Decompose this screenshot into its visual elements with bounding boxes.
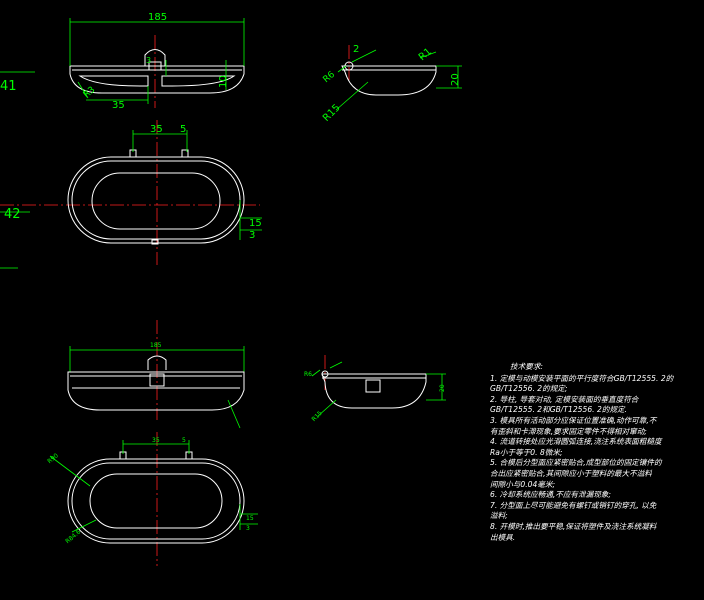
technical-requirement-line: 7. 分型面上尽可能避免有螺钉或销钉的穿孔, 以免 — [490, 500, 657, 510]
dim-top-width: 185 — [148, 12, 167, 23]
dim-lower-35: 35 — [152, 437, 160, 444]
technical-requirement-line: 间隙小与0.04毫米; — [490, 479, 556, 489]
technical-requirement-line: 3. 模具所有活动部分应保证位置准确,动作可靠,不 — [490, 415, 657, 425]
dim-top-r3: R3 — [82, 85, 98, 100]
technical-requirement-line: GB/T12556. 2的规定; — [490, 384, 568, 394]
dim-plan-35: 35 — [150, 124, 163, 135]
dim-lower-width: 185 — [150, 342, 162, 349]
dim-plan-3: 3 — [249, 230, 255, 241]
technical-requirement-line: 1. 定模与动模安装平面的平行度符合GB/T12555. 2的 — [490, 373, 674, 383]
technical-requirements-title: 技术要求: — [510, 362, 543, 371]
technical-requirement-line: 5. 合模后分型面应紧密贴合,成型部位的固定镶件的 — [490, 458, 662, 468]
side-view-bottom: 20 R6 R15 — [304, 355, 446, 423]
dim-top-10: 10 — [218, 75, 229, 88]
dim-plan-5: 5 — [180, 124, 186, 135]
dim-lower-r90: R90 — [46, 452, 60, 465]
dim-top-35: 35 — [112, 100, 125, 111]
dim-side-2: 2 — [353, 44, 359, 55]
dim-edge-41: 41 — [0, 79, 17, 94]
plan-view-top: 35 5 15 3 41 42 — [0, 79, 262, 269]
technical-requirement-line: 2. 导柱, 导套对动, 定模安装面的垂直度符合 — [490, 394, 639, 404]
dim-lower-3: 3 — [246, 525, 250, 532]
plan-view-bottom: 35 5 15 3 R90 R84.6 — [46, 432, 258, 566]
technical-requirement-line: 溢料; — [490, 511, 508, 521]
technical-requirements: 技术要求: 1. 定模与动模安装平面的平行度符合GB/T12555. 2的 GB… — [490, 362, 704, 543]
dim-lower-5: 5 — [182, 437, 186, 444]
side-view-top: 2 R1 R6 20 R15 — [321, 44, 462, 124]
dim-edge-42: 42 — [4, 207, 21, 222]
dim-side-r1: R1 — [417, 46, 434, 63]
dim-lower-r6: R6 — [304, 371, 312, 378]
dim-lower-15: 15 — [246, 515, 254, 522]
technical-requirement-line: 出模具. — [490, 532, 516, 542]
front-view-bottom: 185 — [67, 320, 245, 429]
dim-side-r6: R6 — [321, 70, 337, 86]
technical-requirement-line: 4. 流道转接处应光滑圆弧连接,浇注系统表面粗糙度 — [490, 437, 662, 447]
dim-lower-20: 20 — [439, 384, 446, 392]
technical-requirement-line: 有歪斜和卡滞现象,要求固定零件不得相对窜动; — [490, 426, 647, 436]
technical-requirement-line: Ra小于等于0. 8微米; — [490, 447, 563, 457]
technical-requirement-line: 合出应紧密贴合,其间隙应小于塑料的最大不溢料 — [490, 468, 652, 478]
technical-requirement-line: 6. 冷却系统应畅通,不应有泄漏现象; — [490, 490, 611, 500]
dim-side-r15: R15 — [321, 102, 343, 124]
dim-side-20: 20 — [450, 73, 461, 86]
front-view-top: 185 3 10 R3 35 — [0, 12, 245, 111]
technical-requirement-line: 8. 开模时,推出要平稳,保证将塑件及浇注系统凝料 — [490, 521, 657, 531]
technical-requirement-line: GB/T12555. 2和GB/T12556. 2的规定. — [490, 405, 628, 415]
dim-plan-15: 15 — [249, 218, 262, 229]
dim-lower-r15: R15 — [310, 410, 323, 423]
dim-top-3: 3 — [146, 56, 151, 65]
